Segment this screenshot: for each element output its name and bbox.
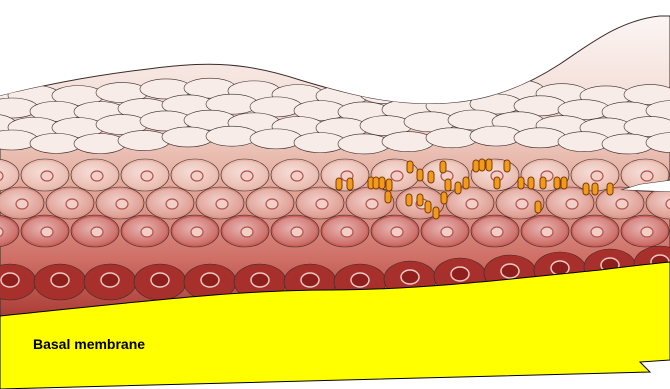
cell-nucleus (241, 227, 253, 237)
surface-cell (558, 132, 610, 152)
granule (428, 171, 434, 183)
cell-nucleus (66, 199, 78, 209)
surface-cell (118, 131, 170, 151)
basal-nucleus (51, 273, 69, 287)
granule (445, 179, 451, 191)
cell-nucleus (166, 199, 178, 209)
cell-nucleus (116, 199, 128, 209)
granule (417, 194, 423, 206)
granule (540, 177, 546, 189)
cell-nucleus (641, 171, 653, 181)
cell-nucleus (366, 199, 378, 209)
granule (479, 159, 485, 171)
granule (373, 177, 379, 189)
granule (535, 201, 541, 213)
cell-nucleus (216, 199, 228, 209)
basal-nucleus (351, 273, 369, 287)
surface-cell (514, 128, 566, 148)
granule (406, 194, 412, 206)
granule (385, 191, 391, 203)
cell-nucleus (641, 227, 653, 237)
surface-cell (74, 134, 126, 154)
cell-nucleus (591, 227, 603, 237)
cell-nucleus (516, 199, 528, 209)
basal-nucleus (551, 261, 569, 275)
surface-cell (206, 126, 258, 146)
cell-nucleus (341, 227, 353, 237)
cell-nucleus (541, 227, 553, 237)
granule (463, 177, 469, 189)
basal-nucleus (501, 264, 519, 278)
granule (583, 183, 589, 195)
cell-nucleus (291, 227, 303, 237)
basal-nucleus (301, 273, 319, 287)
granule (440, 161, 446, 173)
cell-nucleus (141, 171, 153, 181)
surface-cell (250, 129, 302, 149)
granule (455, 182, 461, 194)
basal-nucleus (251, 273, 269, 287)
granule (504, 160, 510, 172)
basal-nucleus (401, 270, 419, 284)
granule (528, 177, 534, 189)
granule (607, 183, 613, 195)
cell-nucleus (91, 171, 103, 181)
granule (417, 169, 423, 181)
cell-nucleus (491, 227, 503, 237)
basal-nucleus (201, 273, 219, 287)
cell-nucleus (41, 171, 53, 181)
granule (347, 178, 353, 190)
cell-nucleus (91, 227, 103, 237)
surface-cell (382, 132, 434, 152)
basal-membrane-label: Basal membrane (33, 336, 145, 352)
basal-nucleus (101, 273, 119, 287)
cell-nucleus (591, 171, 603, 181)
surface-cell (338, 134, 390, 154)
granule (592, 183, 598, 195)
granule (336, 178, 342, 190)
cell-nucleus (566, 199, 578, 209)
cell-nucleus (191, 227, 203, 237)
granule (518, 177, 524, 189)
cell-nucleus (141, 227, 153, 237)
granule (407, 161, 413, 173)
cell-nucleus (616, 199, 628, 209)
cell-nucleus (316, 199, 328, 209)
cell-nucleus (466, 199, 478, 209)
granule (441, 192, 447, 204)
granule (473, 160, 479, 172)
granule (494, 177, 500, 189)
cell-nucleus (391, 171, 403, 181)
surface-cell (404, 80, 456, 100)
cell-nucleus (241, 171, 253, 181)
cell-nucleus (266, 199, 278, 209)
cell-nucleus (291, 171, 303, 181)
cell-nucleus (191, 171, 203, 181)
granule (379, 177, 385, 189)
basal-nucleus (1, 273, 19, 287)
cell-nucleus (16, 199, 28, 209)
granule (561, 177, 567, 189)
basal-nucleus (451, 267, 469, 281)
cell-nucleus (391, 227, 403, 237)
granule (554, 177, 560, 189)
surface-cell (448, 78, 500, 98)
basal-nucleus (151, 273, 169, 287)
granule (486, 159, 492, 171)
granule (386, 179, 392, 191)
cell-nucleus (441, 227, 453, 237)
cell-nucleus (41, 227, 53, 237)
granule (425, 201, 431, 213)
granule (433, 207, 439, 219)
